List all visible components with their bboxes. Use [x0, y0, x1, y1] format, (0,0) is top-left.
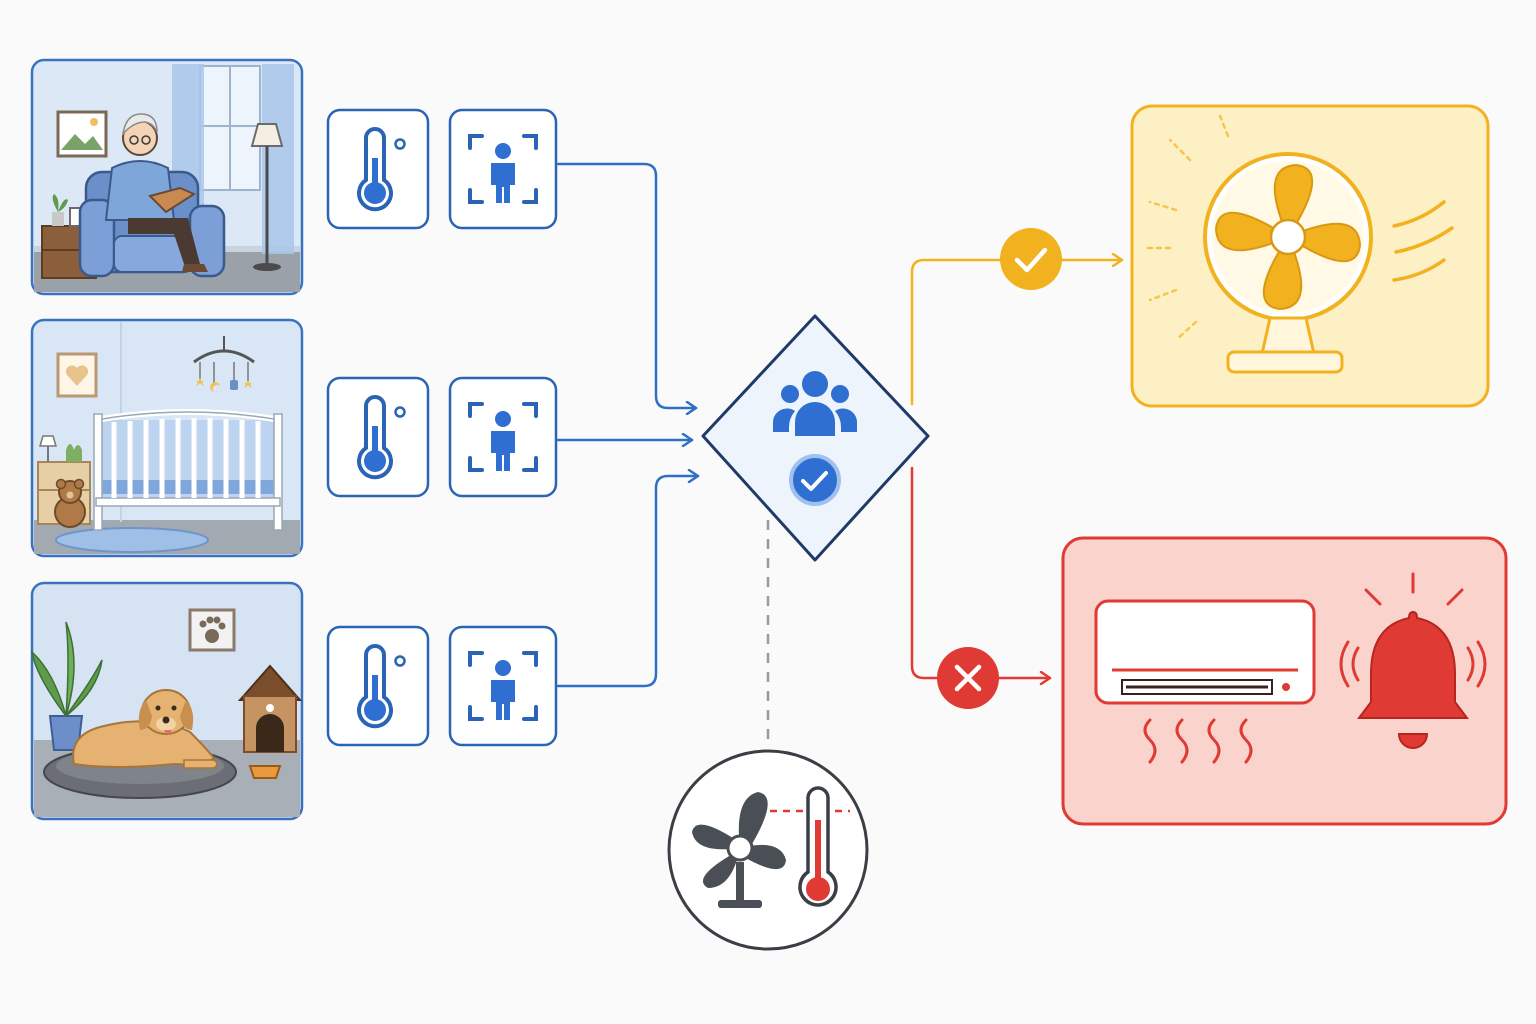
check-circle-icon	[789, 454, 841, 506]
fan-icon	[1142, 114, 1454, 374]
connector-success	[910, 260, 1124, 406]
connector-top	[556, 162, 698, 408]
heart-picture-icon	[56, 352, 98, 398]
landscape-picture-icon	[56, 110, 108, 158]
person-presence-icon	[448, 376, 558, 498]
person-presence-icon	[448, 625, 558, 747]
teddy-bear-icon	[54, 478, 86, 528]
crib-icon	[93, 409, 283, 531]
room-card-pet	[30, 581, 304, 821]
dog-on-bed-icon	[43, 689, 237, 799]
x-icon	[937, 647, 999, 709]
ac-alarm-outcome-card	[1061, 536, 1508, 826]
air-conditioner-icon	[1094, 599, 1316, 764]
fan-icon	[692, 792, 786, 908]
thermometer-icon	[326, 108, 430, 230]
connector-failure	[910, 466, 1052, 678]
thermometer-icon	[326, 625, 430, 747]
floor-lamp-icon	[250, 123, 284, 271]
person-presence-icon	[448, 108, 558, 230]
thermometer-icon	[326, 376, 430, 498]
elderly-person-reading-icon	[78, 113, 226, 278]
room-card-nursery	[30, 318, 304, 558]
fan-outcome-card	[1130, 104, 1490, 408]
threshold-monitor	[667, 749, 869, 951]
alarm-bell-icon	[1339, 572, 1487, 749]
room-card-elderly	[30, 58, 304, 296]
decision-node	[701, 314, 930, 562]
connector-bottom	[556, 476, 700, 688]
group-icon	[773, 371, 857, 436]
doghouse-icon	[237, 664, 303, 753]
thermometer-threshold-icon	[770, 786, 850, 907]
baby-mobile-icon	[193, 336, 255, 392]
check-icon	[1000, 228, 1062, 290]
paw-picture-icon	[188, 608, 236, 652]
